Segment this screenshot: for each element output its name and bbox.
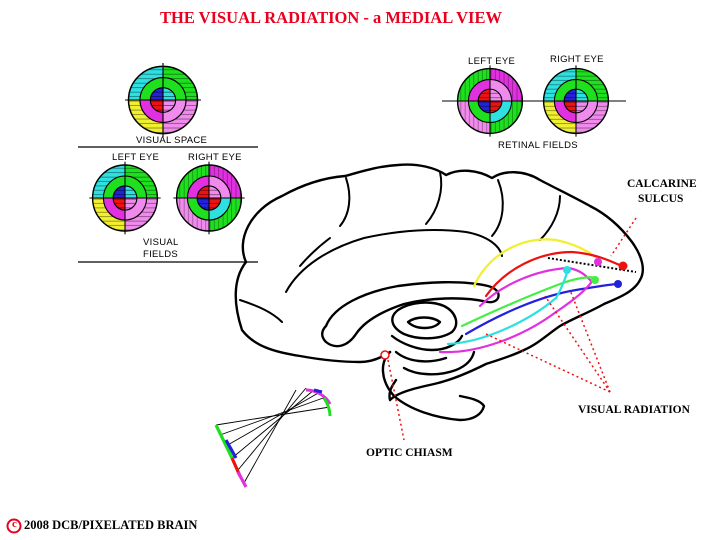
pointer-radiation-a [485,333,611,393]
endpoint-blue [614,280,622,288]
projection-retina-magenta [236,471,248,488]
projection-field-green [322,397,332,417]
fiber-endpoints [563,258,628,288]
label-right-eye-fields: RIGHT EYE [188,152,242,163]
pointer-optic-chiasm [387,359,405,441]
label-visual-fields-1: VISUAL [143,237,179,248]
pointer-lines [387,217,637,441]
brain-medial-outline [234,163,644,422]
figure-title: THE VISUAL RADIATION - a MEDIAL VIEW [160,8,502,27]
label-visual-fields-2: FIELDS [143,249,179,260]
projection-retina-green [214,424,234,459]
fiber-cyan [446,268,570,346]
label-visual-space: VISUAL SPACE [136,135,208,146]
optic-projection-diagram [214,387,332,488]
fiber-green [460,276,598,328]
endpoint-red [618,261,628,271]
label-right-eye-retinal: RIGHT EYE [550,54,604,65]
pointer-radiation-c [569,289,611,393]
visual-radiation-fibers [438,238,624,354]
copyright-symbol: c [12,518,17,530]
label-retinal-fields: RETINAL FIELDS [498,140,578,151]
footer-credit: 2008 DCB/PIXELATED BRAIN [24,518,198,532]
label-left-eye-fields: LEFT EYE [112,152,160,163]
endpoint-cyan [563,266,571,274]
calcarine-sulcus-line [547,257,637,273]
left-eye-field-disc [88,160,162,236]
projection-field-blue [313,388,323,394]
label-calcarine-2: SULCUS [638,193,684,205]
label-calcarine-1: CALCARINE [627,178,697,190]
copyright-circle [6,518,22,534]
label-left-eye-retinal: LEFT EYE [468,56,516,67]
pointer-radiation-b [544,295,611,393]
projection-retina-blue [224,439,238,459]
projection-field-magenta [305,388,332,405]
right-eye-retinal-disc [539,64,613,138]
label-visual-radiation: VISUAL RADIATION [578,404,690,416]
visual-space-disc [124,62,202,138]
left-eye-retinal-disc [453,64,527,138]
right-eye-field-disc [172,160,246,236]
fiber-blue [464,282,620,336]
endpoint-green [591,276,599,284]
optic-chiasm-marker [380,350,390,360]
label-optic-chiasm: OPTIC CHIASM [366,447,453,459]
fiber-magenta-lower [438,276,596,354]
fiber-red [484,250,624,298]
endpoint-magenta [594,258,602,266]
